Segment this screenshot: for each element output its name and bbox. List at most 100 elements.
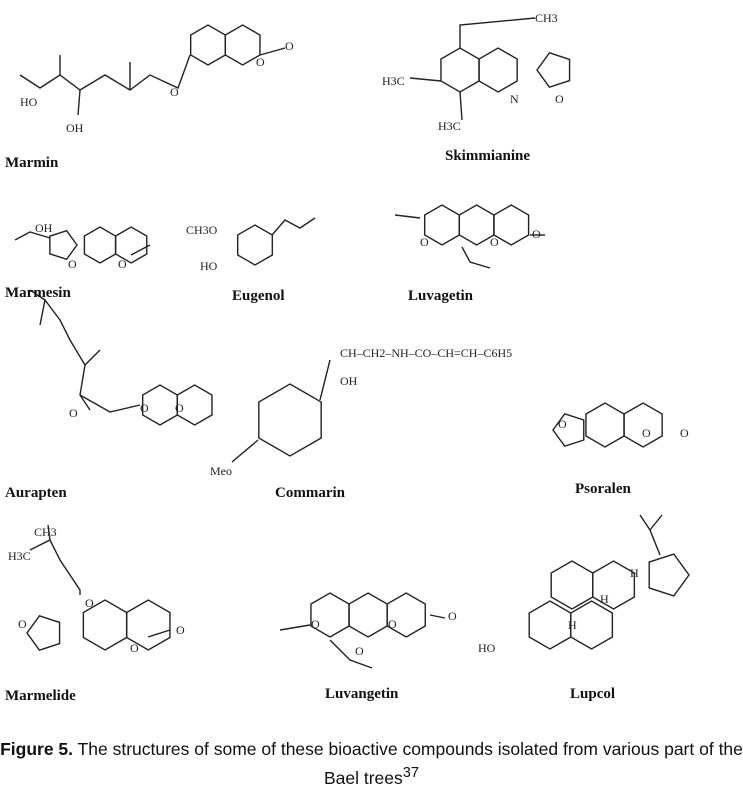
atom-o: O [490, 235, 499, 249]
label-eugenol: Eugenol [232, 288, 285, 304]
atom-o: O [140, 401, 149, 415]
bond [29, 289, 46, 301]
ring [114, 226, 148, 264]
caption-text: The structures of some of these bioactiv… [73, 739, 743, 788]
atom-o: O [311, 617, 320, 631]
figure-caption: Figure 5. The structures of some of thes… [0, 737, 743, 790]
label-marmin: Marmin [5, 155, 59, 171]
ring [423, 204, 461, 246]
label-psoralen: Psoralen [575, 481, 631, 497]
caption-ref: 37 [402, 765, 419, 781]
label-aurapten: Aurapten [5, 485, 67, 501]
bond [29, 539, 81, 595]
atom-o: O [175, 401, 184, 415]
atom-ch3o: CH3O [186, 223, 218, 237]
ring [585, 402, 625, 448]
atom-h3c: H3C [382, 74, 405, 88]
ring [478, 47, 518, 93]
bond [649, 514, 663, 531]
ring [528, 600, 572, 650]
ring [348, 592, 388, 638]
ring [536, 52, 571, 88]
atom-o: O [69, 406, 78, 420]
bond [459, 91, 463, 121]
bond [461, 246, 491, 269]
bond [259, 47, 286, 56]
atom-o: O [420, 235, 429, 249]
ring [592, 560, 636, 610]
label-lupcol: Lupcol [570, 686, 615, 702]
ring [236, 224, 274, 266]
ring [550, 560, 594, 610]
bond [271, 217, 316, 236]
atom-meo: Meo [210, 464, 232, 478]
atom-h: H [630, 566, 639, 580]
bond [394, 214, 421, 219]
atom-o: O [176, 623, 185, 637]
atom-ho: HO [20, 95, 38, 109]
ring [386, 592, 426, 638]
atom-o: O [85, 596, 94, 610]
ring [493, 204, 530, 246]
bond [429, 614, 446, 619]
bond [39, 298, 91, 411]
atom-h3c: H3C [438, 119, 461, 133]
bond [14, 231, 51, 241]
ring [440, 47, 480, 93]
bond [459, 17, 536, 48]
bond [147, 629, 171, 638]
ring [176, 384, 213, 426]
label-marmesin: Marmesin [5, 285, 71, 301]
bond [77, 89, 81, 116]
bond [231, 439, 259, 463]
atom-o: O [118, 257, 127, 271]
atom-ch3: CH3 [535, 11, 558, 25]
atom-o: O [170, 85, 179, 99]
ring [648, 553, 690, 597]
atom-h3c: H3C [8, 549, 31, 563]
atom-o: O [448, 609, 457, 623]
label-skimmianine: Skimmianine [445, 148, 530, 164]
atom-commarin-chain: CH–CH2–NH–CO–CH=CH–C6H5 [340, 346, 512, 360]
label-luvagetin: Luvagetin [408, 288, 474, 304]
atom-o: O [388, 617, 397, 631]
ring [623, 402, 663, 448]
ring [49, 229, 78, 261]
label-luvangetin: Luvangetin [325, 686, 399, 702]
atom-o: O [256, 55, 265, 69]
bond [19, 54, 191, 91]
atom-o: O [558, 417, 567, 431]
atom-oh: OH [340, 374, 358, 388]
ring [458, 204, 495, 246]
atom-ho: HO [200, 259, 218, 273]
caption-label: Figure 5. [0, 739, 74, 759]
bond [84, 349, 101, 366]
atom-o: O [285, 39, 294, 53]
atom-o: O [680, 426, 689, 440]
atom-o: O [642, 426, 651, 440]
ring [224, 24, 261, 66]
bond [329, 639, 373, 669]
ring [26, 615, 61, 651]
atom-n: N [510, 92, 519, 106]
atom-oh: OH [66, 121, 84, 135]
compound-structures-figure: Marmin Skimmianine Marmesin Eugenol Luva… [5, 11, 690, 704]
bond [279, 624, 311, 631]
bond [130, 244, 151, 256]
ring [552, 413, 585, 447]
ring [258, 383, 322, 457]
atom-o: O [532, 227, 541, 241]
bond [319, 359, 331, 401]
label-marmelide: Marmelide [5, 688, 76, 704]
atom-h: H [600, 592, 609, 606]
ring [189, 24, 227, 66]
atom-oh: OH [35, 221, 53, 235]
atom-ch3: CH3 [34, 525, 57, 539]
atom-ho: HO [478, 641, 496, 655]
ring [570, 600, 614, 650]
atom-o: O [68, 257, 77, 271]
atom-h: H [568, 618, 577, 632]
bond [409, 77, 442, 82]
atom-o: O [130, 641, 139, 655]
structure-bonds [14, 17, 690, 669]
